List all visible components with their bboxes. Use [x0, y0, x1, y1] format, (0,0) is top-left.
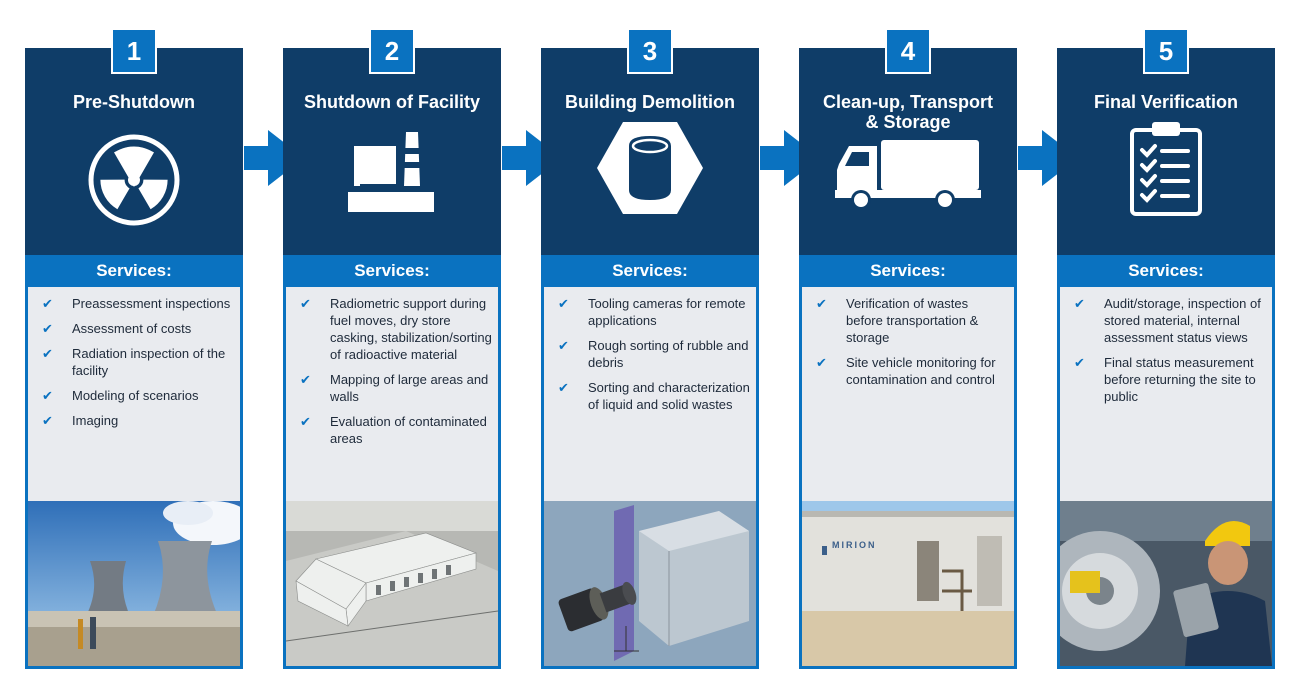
- stage-4-services-list: ✔Verification of wastes before transport…: [802, 287, 1014, 501]
- facility-icon: [348, 132, 434, 212]
- stage-3-title: Building Demolition: [565, 92, 735, 112]
- checkmark-icon: ✔: [816, 296, 827, 311]
- stage-5-number-badge: 5: [1143, 28, 1189, 74]
- list-item: ✔Rough sorting of rubble and debris: [558, 338, 749, 370]
- checkmark-icon: ✔: [558, 296, 569, 311]
- trailer-logo-text: MIRION: [832, 540, 877, 550]
- stage-1-column: Pre-Shutdown 1 Services: ✔Preassessment …: [25, 28, 243, 669]
- list-item: ✔Tooling cameras for remote applications: [558, 296, 746, 328]
- stage-5-services-list: ✔Audit/storage, inspection of stored mat…: [1060, 287, 1272, 501]
- stage-5-header: Final Verification: [1057, 48, 1275, 255]
- stage-4-services-label: Services:: [870, 261, 946, 280]
- checkmark-icon: ✔: [42, 346, 53, 361]
- list-item: ✔Verification of wastes before transport…: [816, 296, 979, 345]
- stage-1-services-list: ✔Preassessment inspections ✔Assessment o…: [28, 287, 240, 501]
- checkmark-icon: ✔: [300, 296, 311, 311]
- stage-4-column: Clean-up, Transport & Storage 4 Services…: [799, 28, 1017, 669]
- worker-with-tablet-photo: [1060, 501, 1272, 666]
- checkmark-icon: ✔: [42, 296, 53, 311]
- checkmark-icon: ✔: [300, 372, 311, 387]
- stage-2-services-label: Services:: [354, 261, 430, 280]
- list-item: ✔Final status measurement before returni…: [1074, 355, 1256, 404]
- stage-4-title-line-2: & Storage: [865, 112, 951, 132]
- stage-2-header: Shutdown of Facility: [283, 48, 501, 255]
- stage-3-number-badge: 3: [627, 28, 673, 74]
- list-item: ✔Imaging: [42, 413, 119, 428]
- list-item: ✔Preassessment inspections: [42, 296, 231, 311]
- stage-5-services-label: Services:: [1128, 261, 1204, 280]
- mirion-trailer-photo: MIRION: [802, 501, 1014, 666]
- stage-1-title: Pre-Shutdown: [73, 92, 195, 112]
- list-item: ✔Radiation inspection of the facility: [42, 346, 226, 378]
- radiation-icon: [88, 134, 180, 226]
- stage-4-header: Clean-up, Transport & Storage: [799, 48, 1017, 255]
- stage-5-column: Final Verification 5 Services: ✔Audit/st…: [1057, 28, 1275, 669]
- list-item: ✔Sorting and characterization of liquid …: [558, 380, 750, 412]
- stage-2-services-list: ✔Radiometric support during fuel moves, …: [286, 287, 498, 501]
- checkmark-icon: ✔: [42, 388, 53, 403]
- checkmark-icon: ✔: [42, 413, 53, 428]
- list-item: ✔Assessment of costs: [42, 321, 192, 336]
- arrow-right-icon: [760, 130, 820, 186]
- truck-icon: [835, 140, 981, 210]
- stage-4-title-line-1: Clean-up, Transport: [822, 92, 993, 112]
- checkmark-icon: ✔: [1074, 296, 1085, 311]
- stage-4-title: Clean-up, Transport & Storage: [799, 92, 1017, 132]
- checkmark-icon: ✔: [42, 321, 53, 336]
- stage-1-services-label: Services:: [96, 261, 172, 280]
- barrel-icon: [597, 122, 703, 214]
- list-item: ✔Evaluation of contaminated areas: [300, 414, 487, 446]
- cooling-towers-photo: [28, 501, 240, 666]
- stage-5-title: Final Verification: [1093, 92, 1239, 112]
- checkmark-icon: ✔: [300, 414, 311, 429]
- checkmark-icon: ✔: [1074, 355, 1085, 370]
- arrow-right-icon: [1018, 130, 1078, 186]
- checkmark-icon: ✔: [816, 355, 827, 370]
- list-item: ✔Modeling of scenarios: [42, 388, 199, 403]
- stage-2-number-badge: 2: [369, 28, 415, 74]
- stage-2-column: Shutdown of Facility 2 Services: ✔Radiom…: [283, 28, 501, 669]
- list-item: ✔Radiometric support during fuel moves, …: [300, 296, 492, 362]
- stage-1-header: Pre-Shutdown: [25, 48, 243, 255]
- list-item: ✔Site vehicle monitoring for contaminati…: [816, 355, 996, 387]
- arrow-right-icon: [502, 130, 562, 186]
- stage-3-column: Building Demolition 3 Services: ✔Tooling…: [541, 28, 759, 669]
- checkmark-icon: ✔: [558, 380, 569, 395]
- stage-3-services-list: ✔Tooling cameras for remote applications…: [544, 287, 756, 501]
- stage-3-services-label: Services:: [612, 261, 688, 280]
- stage-2-title: Shutdown of Facility: [304, 92, 480, 112]
- stage-3-header: Building Demolition: [541, 48, 759, 255]
- dry-cask-storage-photo: [286, 501, 498, 666]
- checkmark-icon: ✔: [558, 338, 569, 353]
- camera-model-render: [544, 501, 756, 666]
- stage-4-number-badge: 4: [885, 28, 931, 74]
- stage-1-number-badge: 1: [111, 28, 157, 74]
- clipboard-checklist-icon: [1130, 122, 1202, 216]
- list-item: ✔Audit/storage, inspection of stored mat…: [1074, 296, 1261, 345]
- list-item: ✔Mapping of large areas and walls: [300, 372, 489, 404]
- arrow-right-icon: [244, 130, 304, 186]
